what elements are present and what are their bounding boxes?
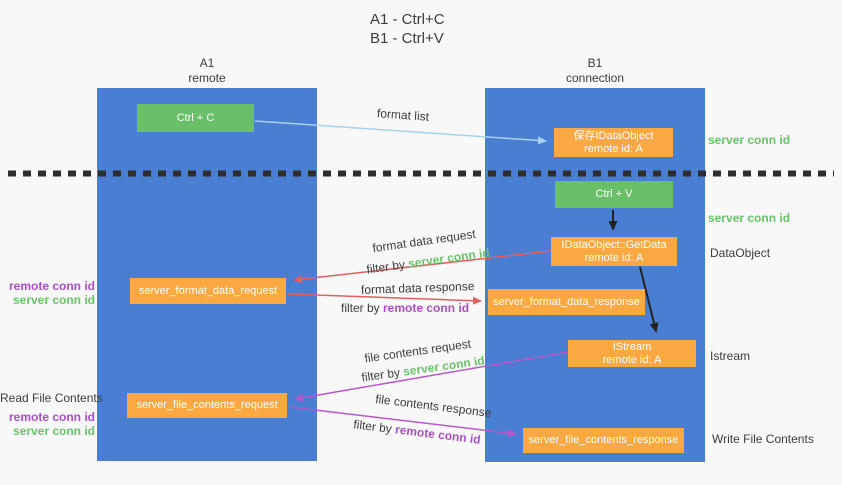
label-file-contents-response: file contents response — [374, 391, 493, 421]
node-save-idataobject-line2: remote id: A — [584, 142, 643, 155]
annotation-remote-conn-id-2: remote conn id — [8, 410, 95, 424]
node-getdata-line1: IDataObject::GetData — [561, 238, 667, 251]
node-server-format-data-request-label: server_format_data_request — [138, 284, 278, 297]
column-header-b1: B1 connection — [545, 56, 645, 86]
annotation-server-conn-id-1: server conn id — [12, 293, 95, 307]
node-ctrl-c-label: Ctrl + C — [176, 111, 215, 124]
node-getdata-line2: remote id: A — [584, 251, 644, 264]
remote-conn-id-text: remote conn id — [383, 301, 470, 315]
title-line-2: B1 - Ctrl+V — [370, 30, 444, 47]
label-format-list: format list — [376, 106, 430, 124]
annotation-dataobject: DataObject — [710, 246, 771, 260]
node-server-format-data-response: server_format_data_response — [488, 289, 645, 315]
node-istream-line1: IStream — [612, 340, 652, 353]
filter-by-text: filter by — [352, 417, 397, 437]
node-idataobject-getdata: IDataObject::GetData remote id: A — [551, 237, 677, 266]
column-a-name: A1 — [199, 56, 215, 70]
annotation-istream: Istream — [710, 349, 751, 363]
annotation-server-conn-id-top: server conn id — [708, 133, 791, 147]
annotation-remote-conn-id-1: remote conn id — [8, 279, 95, 293]
title-line-1: A1 - Ctrl+C — [370, 11, 445, 28]
node-server-format-data-response-label: server_format_data_response — [493, 295, 640, 308]
filter-by-text: filter by — [360, 364, 405, 385]
node-ctrl-c: Ctrl + C — [137, 104, 254, 132]
node-istream: IStream remote id: A — [568, 340, 696, 367]
node-istream-line2: remote id: A — [602, 353, 662, 366]
column-header-a1: A1 remote — [157, 56, 257, 86]
filter-by-text: filter by — [341, 301, 384, 315]
column-b-name: B1 — [587, 56, 603, 70]
server-conn-id-text: server conn id — [407, 245, 491, 271]
column-a-subtitle: remote — [188, 71, 226, 85]
node-save-idataobject-line1: 保存IDataObject — [573, 129, 654, 142]
label-format-data-response: format data response — [360, 279, 475, 297]
annotation-write-file-contents: Write File Contents — [712, 432, 814, 446]
node-server-file-contents-response: server_file_contents_response — [523, 428, 684, 453]
node-ctrl-v: Ctrl + V — [555, 181, 673, 208]
remote-conn-id-text: remote conn id — [394, 422, 482, 447]
diagram-title: A1 - Ctrl+C B1 - Ctrl+V — [370, 10, 445, 48]
node-server-file-contents-request: server_file_contents_request — [127, 393, 287, 418]
node-save-idataobject: 保存IDataObject remote id: A — [554, 128, 673, 157]
annotation-read-file-contents: Read File Contents — [0, 391, 103, 405]
node-ctrl-v-label: Ctrl + V — [595, 188, 633, 200]
annotation-server-conn-id-2: server conn id — [12, 424, 95, 438]
node-server-file-contents-request-label: server_file_contents_request — [136, 399, 278, 411]
node-server-file-contents-response-label: server_file_contents_response — [528, 434, 679, 446]
annotation-server-conn-id-mid: server conn id — [708, 211, 791, 225]
column-b-subtitle: connection — [565, 71, 625, 85]
label-filter-by-remote-conn-id-1: filter by remote conn id — [341, 301, 469, 315]
node-server-format-data-request: server_format_data_request — [130, 278, 286, 304]
label-filter-by-remote-conn-id-2: filter by remote conn id — [353, 417, 482, 446]
filter-by-text: filter by — [365, 256, 410, 277]
